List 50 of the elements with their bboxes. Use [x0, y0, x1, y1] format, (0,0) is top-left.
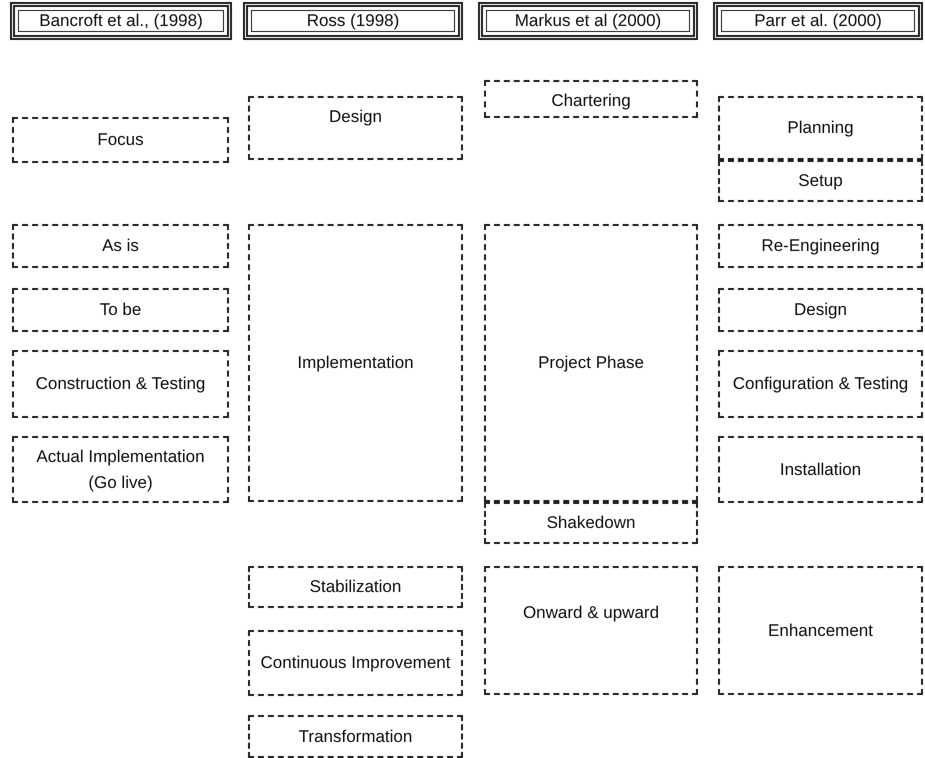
author-header-box	[243, 2, 463, 40]
phase-label: Planning	[787, 117, 854, 140]
author-name: Parr et al. (2000)	[754, 11, 882, 31]
phase-label: Transformation	[298, 726, 412, 748]
phase-label: Project Phase	[538, 352, 644, 374]
phase-label: Design	[794, 299, 847, 322]
phase-box	[718, 224, 923, 268]
phase-label: Chartering	[551, 90, 631, 112]
phase-box	[12, 350, 229, 418]
phase-label: Construction & Testing	[36, 373, 206, 396]
phase-label: Onward & upward	[522, 602, 660, 624]
phase-label: Actual Implementation (Go live)	[35, 446, 206, 494]
phase-label: Configuration & Testing	[732, 373, 908, 396]
phase-box	[484, 224, 698, 502]
phase-box	[484, 80, 698, 118]
author-name: Ross (1998)	[306, 11, 400, 31]
phase-label: Setup	[798, 170, 843, 192]
phase-label: Re-Engineering	[761, 235, 880, 258]
phase-box	[718, 350, 923, 418]
phase-box	[248, 96, 463, 160]
phase-box	[248, 715, 463, 758]
phase-box	[718, 288, 923, 332]
phase-box	[12, 117, 229, 163]
phase-box	[248, 630, 463, 696]
author-header-box	[10, 2, 232, 40]
author-header-box	[478, 2, 698, 40]
phase-label: Enhancement	[768, 620, 873, 642]
phase-box	[484, 502, 698, 544]
author-header-box	[713, 2, 923, 40]
phase-label: Stabilization	[310, 576, 402, 598]
author-name: Markus et al (2000)	[514, 11, 662, 31]
phase-box	[718, 96, 923, 160]
phase-label: To be	[100, 299, 142, 322]
phase-box	[718, 160, 923, 202]
phase-label: Implementation	[297, 352, 414, 374]
phase-label: As is	[102, 235, 139, 258]
phase-box	[248, 224, 463, 502]
author-name: Bancroft et al., (1998)	[39, 11, 203, 31]
phase-label: Design	[329, 106, 382, 128]
phase-label: Installation	[780, 458, 862, 481]
phase-box	[248, 566, 463, 608]
phase-box	[12, 436, 229, 503]
phase-box	[718, 436, 923, 503]
phase-label: Shakedown	[546, 512, 636, 534]
phase-label: Continuous Improvement	[260, 652, 450, 674]
phase-label: Focus	[97, 129, 144, 152]
phase-box	[718, 566, 923, 695]
phase-box	[484, 566, 698, 695]
phase-box	[12, 288, 229, 332]
phase-box	[12, 224, 229, 268]
